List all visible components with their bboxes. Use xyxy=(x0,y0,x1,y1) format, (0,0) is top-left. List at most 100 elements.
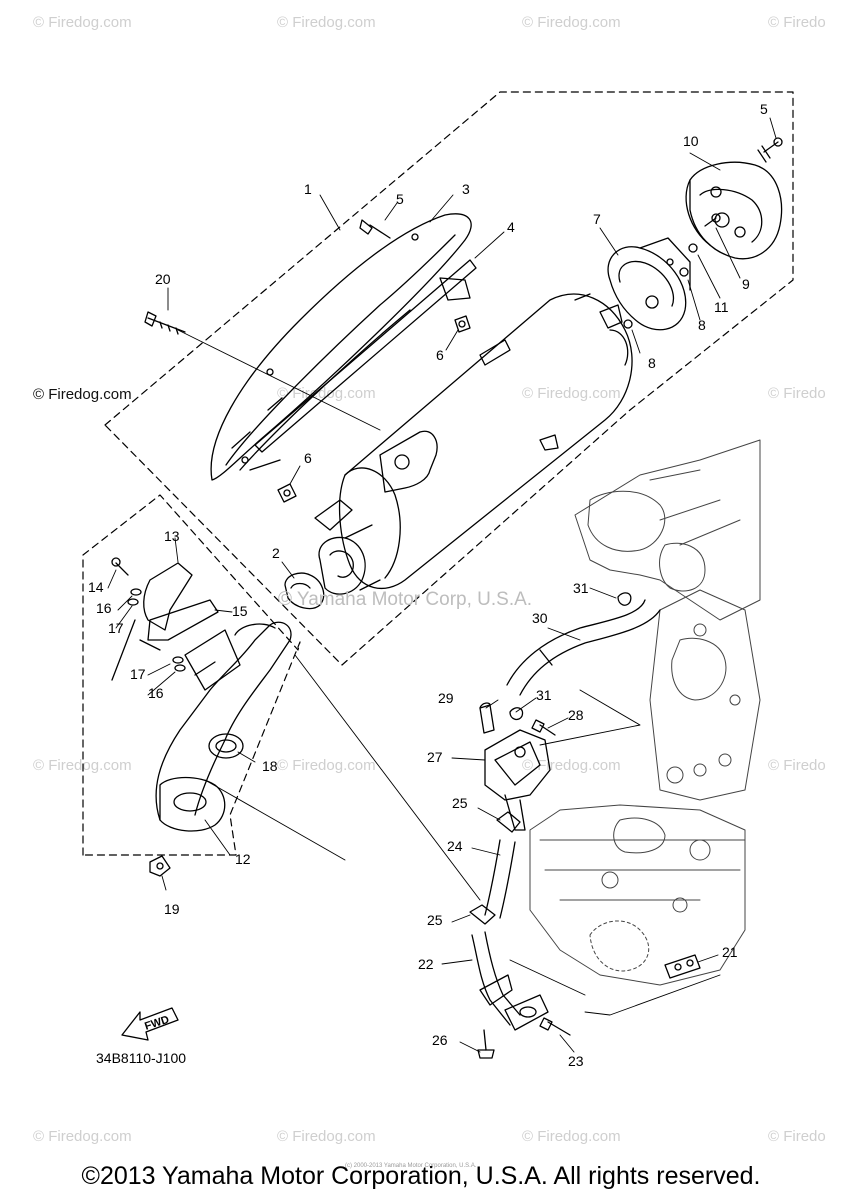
callout: 23 xyxy=(568,1053,584,1069)
bolt-9 xyxy=(704,213,721,227)
bolt-5-top xyxy=(757,137,783,163)
watermark: © Firedog.com xyxy=(522,757,621,774)
callout: 31 xyxy=(536,687,552,703)
callout: 9 xyxy=(742,276,750,292)
clamp-25-lower xyxy=(469,904,496,925)
watermark: © Firedog.com xyxy=(277,14,376,31)
watermark: © Firedog.com xyxy=(522,1128,621,1145)
exhaust-pipe xyxy=(111,619,292,832)
watermark: © Firedo xyxy=(768,14,826,31)
watermark: © Firedog.com xyxy=(277,1128,376,1145)
callout: 14 xyxy=(88,579,104,595)
callout: 25 xyxy=(452,795,468,811)
group-outline-exhaust-pipe xyxy=(82,494,301,856)
watermark: © Firedo xyxy=(768,1128,826,1145)
screw-14 xyxy=(111,557,129,576)
watermark: © Firedog.com xyxy=(522,385,621,402)
watermark: © Firedo xyxy=(768,757,826,774)
callout: 3 xyxy=(462,181,470,197)
watermark: © Firedog.com xyxy=(33,1128,132,1145)
callout: 17 xyxy=(130,666,146,682)
gasket-2 xyxy=(284,572,325,610)
heat-protector xyxy=(210,213,472,481)
callout: 8 xyxy=(648,355,656,371)
pipe-22 xyxy=(471,931,549,1031)
reed-valve-27 xyxy=(484,729,551,831)
callout: 16 xyxy=(148,685,164,701)
watermark: © Firedog.com xyxy=(522,14,621,31)
clip-31-upper xyxy=(617,592,632,606)
callout: 16 xyxy=(96,600,112,616)
callout: 12 xyxy=(235,851,251,867)
protector-15 xyxy=(147,599,219,641)
muffler-inlet-clamp xyxy=(314,499,381,595)
washers-16-17 xyxy=(127,588,186,672)
callout: 5 xyxy=(760,101,768,117)
engine-backdrop xyxy=(529,439,761,986)
callout: 20 xyxy=(155,271,171,287)
group-outline-muffler xyxy=(104,91,794,666)
callout: 25 xyxy=(427,912,443,928)
washer-8-lower xyxy=(623,319,633,329)
watermark: © Firedog.com xyxy=(33,757,132,774)
bolt-28 xyxy=(531,719,556,736)
callout: 21 xyxy=(722,944,738,960)
clip-31-lower xyxy=(509,707,524,721)
end-cap xyxy=(685,161,783,260)
watermark: © Firedog.com xyxy=(33,14,132,31)
watermark: © Firedog.com xyxy=(277,757,376,774)
callout: 8 xyxy=(698,317,706,333)
protector-13 xyxy=(143,562,193,631)
fwd-arrow: FWD xyxy=(121,1007,179,1041)
callout: 30 xyxy=(532,610,548,626)
cap-29 xyxy=(479,702,495,734)
nut-6-upper xyxy=(454,315,471,333)
callout: 28 xyxy=(568,707,584,723)
muffler xyxy=(338,293,633,589)
callout: 1 xyxy=(304,181,312,197)
small-copyright: (c) 2000-2013 Yamaha Motor Corporation, … xyxy=(345,1163,477,1169)
leader-lines xyxy=(107,117,777,1053)
callout: 10 xyxy=(683,133,699,149)
callout: 15 xyxy=(232,603,248,619)
watermark: © Firedo xyxy=(768,385,826,402)
bolt-20 xyxy=(144,311,186,335)
protector-bracket xyxy=(249,259,477,471)
nut-19 xyxy=(149,855,171,877)
callout-labels: 1 2 3 4 5 5 6 6 7 8 8 9 10 11 12 13 14 1… xyxy=(88,101,768,1069)
hose-30 xyxy=(506,599,661,696)
callout: 13 xyxy=(164,528,180,544)
callout: 6 xyxy=(304,450,312,466)
gasket-18 xyxy=(208,733,244,759)
callout: 2 xyxy=(272,545,280,561)
washer-11 xyxy=(688,243,698,253)
washer-8-upper xyxy=(679,267,689,277)
watermark-dark: © Firedog.com xyxy=(33,386,132,403)
callout: 6 xyxy=(436,347,444,363)
callout: 17 xyxy=(108,620,124,636)
copyright: ©2013 Yamaha Motor Corporation, U.S.A. A… xyxy=(81,1162,761,1190)
hose-24 xyxy=(484,839,516,919)
clamp-25-upper xyxy=(496,811,521,833)
bolt-26 xyxy=(477,1029,495,1059)
diagram-code: 34B8110-J100 xyxy=(96,1050,187,1066)
callout: 29 xyxy=(438,690,454,706)
callout: 26 xyxy=(432,1032,448,1048)
background-mark: © Yamaha Motor Corp, U.S.A. xyxy=(278,589,532,610)
callout: 5 xyxy=(396,191,404,207)
watermark: © Firedog.com xyxy=(277,385,376,402)
callout: 7 xyxy=(593,211,601,227)
callout: 27 xyxy=(427,749,443,765)
callout: 19 xyxy=(164,901,180,917)
nut-6-lower xyxy=(277,483,297,503)
callout: 24 xyxy=(447,838,463,854)
bolt-23 xyxy=(539,1017,571,1036)
callout: 18 xyxy=(262,758,278,774)
gasket-21 xyxy=(664,954,701,979)
callout: 4 xyxy=(507,219,515,235)
bolt-5-left xyxy=(359,219,391,239)
callout: 22 xyxy=(418,956,434,972)
callout: 11 xyxy=(714,299,729,315)
callout: 31 xyxy=(573,580,589,596)
